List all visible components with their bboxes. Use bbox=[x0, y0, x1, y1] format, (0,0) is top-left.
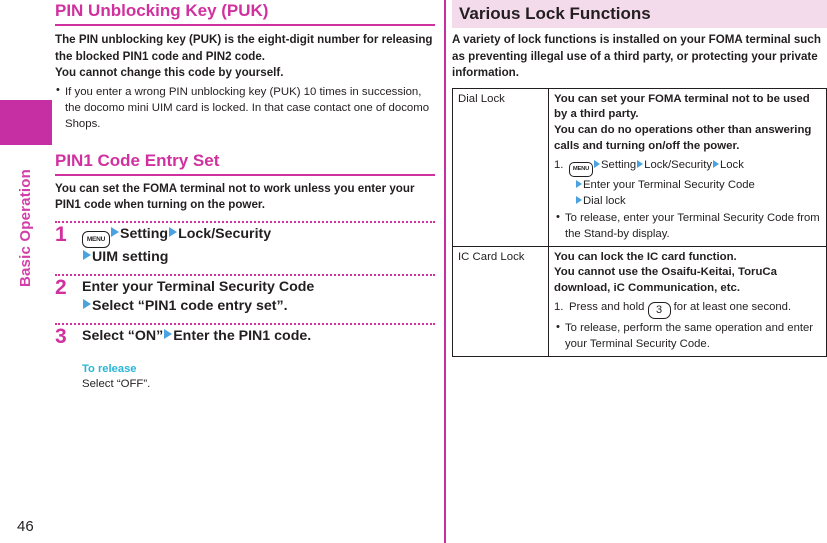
step-number: 2 bbox=[55, 275, 67, 299]
list-item: To release, enter your Terminal Security… bbox=[554, 209, 821, 242]
column-divider bbox=[444, 0, 446, 543]
lock-name-dial: Dial Lock bbox=[452, 87, 549, 247]
list-item: If you enter a wrong PIN unblocking key … bbox=[55, 83, 435, 133]
pin1-intro: You can set the FOMA terminal not to wor… bbox=[55, 181, 415, 212]
arrow-icon bbox=[712, 159, 719, 168]
arrow-icon bbox=[169, 226, 178, 237]
number-key-3-icon: 3 bbox=[647, 301, 671, 319]
step-text: Select “ON” Enter the PIN1 code. bbox=[82, 327, 435, 346]
lock-name-ic-card: IC Card Lock bbox=[452, 245, 549, 357]
list-item: To release, perform the same operation a… bbox=[554, 319, 821, 352]
arrow-icon bbox=[111, 226, 119, 237]
lock-functions-table: Dial Lock You can set your FOMA terminal… bbox=[452, 87, 827, 357]
table-row: Dial Lock You can set your FOMA terminal… bbox=[452, 87, 827, 247]
step-1-line2-wrap: UIM setting bbox=[82, 248, 435, 267]
step-2-line2: Select “PIN1 code entry set”. bbox=[92, 298, 288, 314]
step-text: Enter your Terminal Security Code Select… bbox=[82, 278, 435, 316]
page-number: 46 bbox=[17, 518, 34, 535]
dial-step-locksecurity: Lock/Security bbox=[644, 158, 712, 171]
step-2-line1: Enter your Terminal Security Code bbox=[82, 278, 315, 295]
arrow-icon bbox=[637, 159, 644, 168]
left-column: PIN Unblocking Key (PUK) The PIN unblock… bbox=[55, 0, 435, 393]
right-column: Various Lock Functions A variety of lock… bbox=[452, 0, 827, 357]
arrow-icon bbox=[83, 299, 91, 309]
desc-line: You cannot use the Osaifu-Keitai, ToruCa… bbox=[554, 266, 777, 295]
step-1: 1 MENU Setting Lock/Security UIM setting bbox=[55, 220, 435, 267]
step-2-line2-wrap: Select “PIN1 code entry set”. bbox=[82, 297, 435, 316]
arrow-icon bbox=[576, 195, 582, 204]
menu-key-icon: MENU bbox=[82, 230, 110, 248]
dial-step-line2-wrap: Enter your Terminal Security Code bbox=[569, 177, 821, 193]
table-row: IC Card Lock You can lock the IC card fu… bbox=[452, 245, 827, 357]
arrow-icon bbox=[576, 179, 582, 188]
to-release-title: To release bbox=[82, 363, 137, 376]
step-1-uim: UIM setting bbox=[92, 248, 169, 265]
puk-paragraph-2: You cannot change this code by yourself. bbox=[55, 66, 284, 80]
desc-line: You can do no operations other than answ… bbox=[554, 124, 812, 152]
step-2: 2 Enter your Terminal Security Code Sele… bbox=[55, 273, 435, 316]
dial-step-setting: Setting bbox=[601, 158, 637, 171]
to-release-note: To release Select “OFF”. bbox=[55, 362, 435, 393]
dial-step-lock: Lock bbox=[719, 158, 744, 171]
step-3-line1a: Select “ON” bbox=[82, 328, 164, 345]
list-item: 1. Press and hold 3 for at least one seco… bbox=[554, 299, 821, 319]
step-number: 1. bbox=[554, 158, 564, 171]
step-3: 3 Select “ON” Enter the PIN1 code. bbox=[55, 323, 435, 349]
ic-step-after: for at least one second. bbox=[673, 300, 792, 313]
arrow-icon bbox=[83, 249, 91, 260]
desc-line: You can set your FOMA terminal not to be… bbox=[554, 92, 810, 121]
step-number: 3 bbox=[55, 325, 67, 349]
to-release-text: Select “OFF”. bbox=[82, 378, 151, 391]
lock-desc-dial: You can set your FOMA terminal not to be… bbox=[548, 87, 827, 247]
dial-lock-steps: 1. MENU Setting Lock/Security Lock Enter you… bbox=[554, 157, 821, 209]
section-heading-lock-functions: Various Lock Functions bbox=[452, 0, 827, 29]
step-number: 1. bbox=[554, 300, 564, 313]
lock-desc-ic-card: You can lock the IC card function. You c… bbox=[548, 245, 827, 357]
step-number: 1 bbox=[55, 222, 67, 246]
ic-step-before: Press and hold bbox=[569, 300, 645, 313]
puk-bullet-list: If you enter a wrong PIN unblocking key … bbox=[55, 83, 435, 133]
list-item: 1. MENU Setting Lock/Security Lock Enter you… bbox=[554, 157, 821, 209]
dial-step-line3-wrap: Dial lock bbox=[569, 193, 821, 209]
dial-step-line2: Enter your Terminal Security Code bbox=[583, 178, 755, 191]
step-1-locksecurity: Lock/Security bbox=[178, 225, 272, 242]
section-heading-pin1: PIN1 Code Entry Set bbox=[55, 150, 435, 176]
menu-key-icon: MENU bbox=[569, 161, 593, 177]
step-1-setting: Setting bbox=[120, 225, 169, 242]
puk-paragraph-1: The PIN unblocking key (PUK) is the eigh… bbox=[55, 33, 433, 63]
step-3-line1b: Enter the PIN1 code. bbox=[173, 328, 312, 345]
lock-functions-intro: A variety of lock functions is installed… bbox=[452, 33, 821, 80]
dial-lock-bullets: To release, enter your Terminal Security… bbox=[554, 209, 821, 242]
dial-step-line3: Dial lock bbox=[583, 194, 626, 207]
arrow-icon bbox=[164, 329, 173, 340]
ic-card-bullets: To release, perform the same operation a… bbox=[554, 319, 821, 352]
ic-card-steps: 1. Press and hold 3 for at least one seco… bbox=[554, 299, 821, 319]
index-tab-block bbox=[0, 100, 52, 145]
index-tab-label: Basic Operation bbox=[17, 168, 34, 288]
arrow-icon bbox=[594, 159, 600, 168]
section-heading-puk: PIN Unblocking Key (PUK) bbox=[55, 0, 435, 27]
step-text: MENU Setting Lock/Security UIM setting bbox=[82, 225, 435, 267]
desc-line: You can lock the IC card function. bbox=[554, 250, 737, 263]
